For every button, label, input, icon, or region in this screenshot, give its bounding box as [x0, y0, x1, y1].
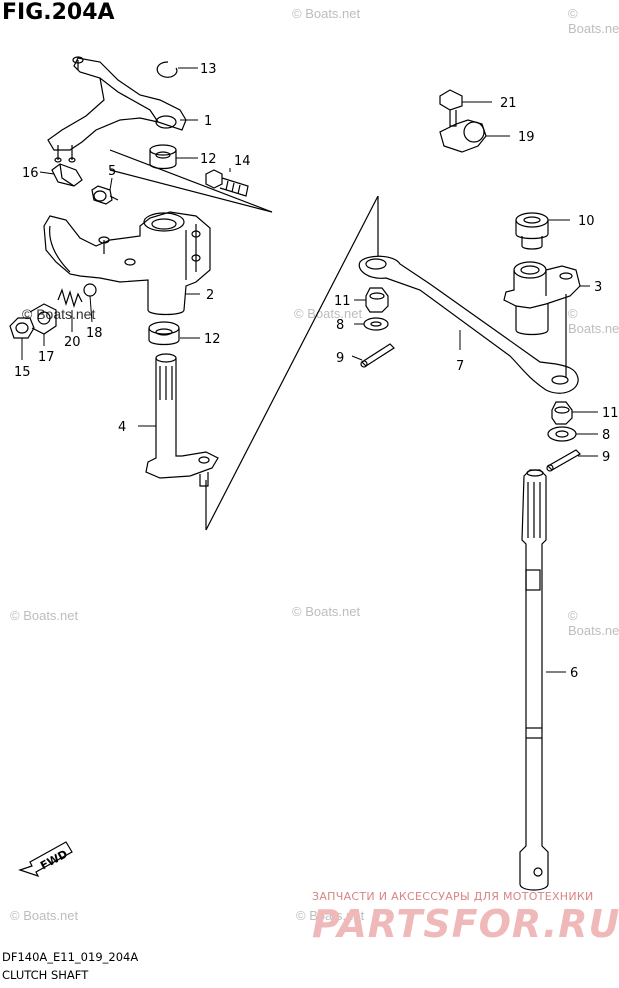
part-3-lever [503, 261, 581, 336]
callout-9: 9 [336, 351, 344, 366]
callout-21: 21 [500, 96, 517, 111]
callout-13: 13 [200, 62, 217, 77]
watermark-boats: © Boats.net [292, 6, 361, 21]
callout-11: 11 [602, 406, 619, 421]
callout-7: 7 [456, 359, 464, 374]
callout-10: 10 [578, 214, 595, 229]
callout-15: 15 [14, 365, 31, 380]
watermark-ru-brand: PARTSFOR.RU [312, 902, 619, 946]
watermark-boats: © Boats.net [10, 908, 79, 923]
callout-11: 11 [334, 294, 351, 309]
part-7-rod [358, 255, 579, 394]
callout-numbers: 13 1 12 14 5 16 2 12 4 15 17 20 18 21 19… [14, 62, 619, 681]
part-21-bolt [439, 89, 463, 127]
watermark-boats: © Boats.net [568, 608, 619, 638]
part-14-bolt [205, 169, 249, 197]
watermark-boats: © Boats.net [10, 608, 79, 623]
part-12-bushing-lower [148, 321, 180, 346]
part-9-cotter-pin-right [546, 449, 581, 472]
part-11-nut-left [365, 287, 389, 313]
watermark-boats: © Boats.net [22, 306, 96, 322]
callout-16: 16 [22, 166, 39, 181]
part-2-housing [43, 211, 211, 316]
watermark-boats: © Boats.net [568, 306, 619, 336]
part-10-cap [515, 212, 549, 250]
callout-6: 6 [570, 666, 578, 681]
figure-title: FIG.204A [2, 0, 115, 25]
callout-8: 8 [336, 318, 344, 333]
callout-8: 8 [602, 428, 610, 443]
part-8-washer-left [363, 317, 389, 331]
part-18-ball [83, 283, 97, 297]
part-8-washer-right [547, 426, 577, 442]
watermark-boats: © Boats.net [568, 6, 619, 36]
watermark-ru-tagline: ЗАПЧАСТИ И АКСЕССУАРЫ ДЛЯ МОТОТЕХНИКИ [312, 890, 594, 903]
part-19-clamp [439, 119, 487, 153]
callout-9: 9 [602, 450, 610, 465]
part-16-clip [51, 163, 83, 187]
part-5-grease-nipple [91, 185, 119, 205]
figure-caption: CLUTCH SHAFT [2, 968, 89, 982]
watermark-boats: © Boats.net [292, 604, 361, 619]
callout-5: 5 [108, 164, 116, 179]
callout-3: 3 [594, 280, 602, 295]
part-4-shaft [145, 353, 219, 487]
part-13-circlip [156, 61, 178, 78]
callout-20: 20 [64, 335, 81, 350]
callout-12: 12 [200, 152, 217, 167]
callout-18: 18 [86, 326, 103, 341]
callout-12: 12 [204, 332, 221, 347]
leader-lines [21, 67, 598, 673]
callout-19: 19 [518, 130, 535, 145]
part-12-bushing-upper [149, 144, 177, 170]
part-20-spring [57, 288, 83, 309]
part-11-nut-right [551, 401, 573, 425]
part-15-plug [9, 317, 35, 339]
model-code: DF140A_E11_019_204A [2, 950, 139, 964]
link-lines [109, 149, 567, 531]
callout-14: 14 [234, 154, 251, 169]
callout-1: 1 [204, 114, 212, 129]
callout-4: 4 [118, 420, 126, 435]
part-9-cotter-pin-left [360, 343, 395, 368]
fwd-arrow-icon: FWD [18, 841, 73, 878]
watermark-boats: © Boats.net [296, 908, 365, 923]
part-6-shaft [519, 469, 549, 891]
part-1-shift-lever [47, 56, 187, 163]
callout-2: 2 [206, 288, 214, 303]
watermark-boats: © Boats.net [294, 306, 363, 321]
callout-17: 17 [38, 350, 55, 365]
part-17-body [29, 303, 57, 335]
